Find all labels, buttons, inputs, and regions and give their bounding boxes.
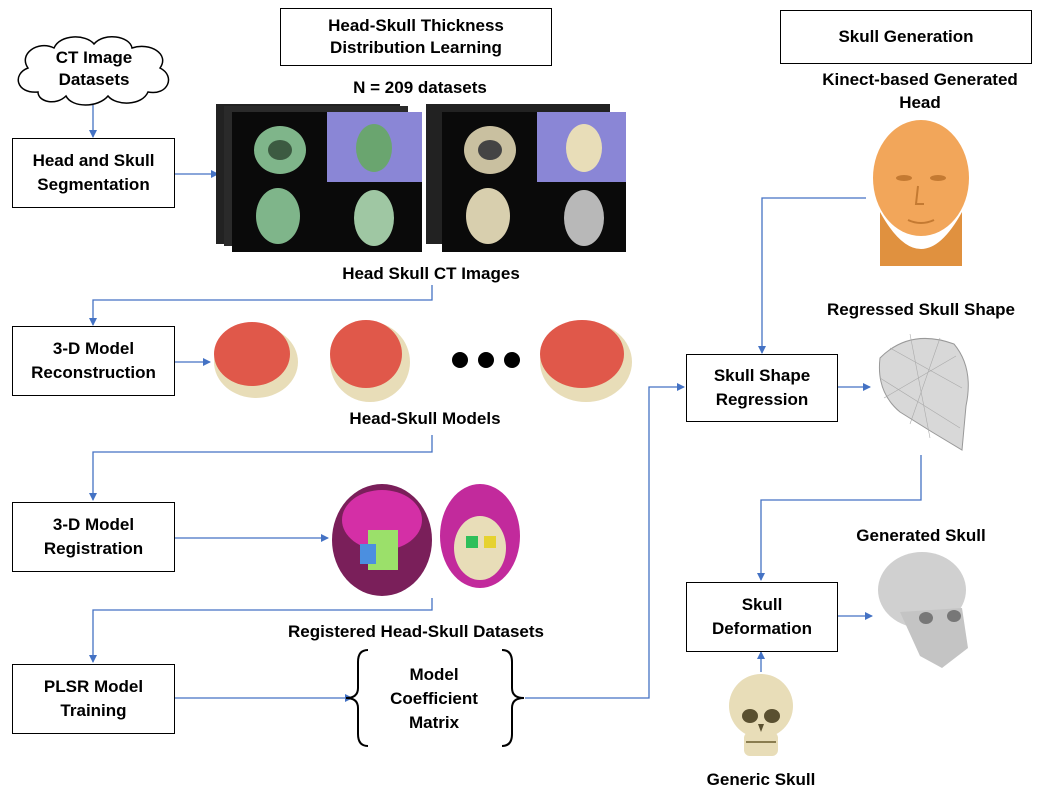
registered-models	[332, 484, 520, 596]
reconstruction-box: 3-D Model Reconstruction	[12, 326, 175, 396]
thickness-header-box: Head-Skull Thickness Distribution Learni…	[280, 8, 552, 66]
ct-images-label: Head Skull CT Images	[342, 264, 520, 283]
ct-stack-bone	[426, 104, 626, 252]
matrix-label: Model Coefficient Matrix	[390, 665, 478, 732]
registered-head	[332, 484, 432, 596]
registered-label: Registered Head-Skull Datasets	[287, 622, 545, 641]
kinect-head-image	[873, 120, 969, 266]
segmentation-box: Head and Skull Segmentation	[12, 138, 175, 208]
ct-image-stacks	[216, 104, 626, 252]
arrow-matrix-to-regression	[525, 383, 685, 699]
head-skull-models-label: Head-Skull Models	[349, 409, 501, 428]
regressed-skull-label: Regressed Skull Shape	[826, 300, 1016, 319]
deformation-box: Skull Deformation	[686, 582, 838, 652]
n-datasets-label: N = 209 datasets	[353, 78, 487, 97]
head-model-1	[214, 322, 298, 398]
head-model-3	[540, 320, 632, 402]
cloud-label: CT Image Datasets	[55, 48, 133, 89]
plsr-box: PLSR Model Training	[12, 664, 175, 734]
cloud-shape	[17, 36, 170, 106]
arrow-ct-to-reconstruction	[89, 285, 433, 326]
arrow-registered-to-plsr	[89, 598, 433, 663]
regression-box: Skull Shape Regression	[686, 354, 838, 422]
kinect-head-label: Kinect-based Generated Head	[822, 70, 1018, 112]
arrow-models-to-registration	[89, 435, 433, 501]
head-skull-models	[214, 320, 632, 402]
registered-skull	[440, 484, 520, 588]
head-model-2	[330, 320, 410, 402]
regressed-skull-image	[878, 333, 969, 451]
arrow-kinect-to-regression	[758, 197, 866, 354]
arrow-regressed-to-deformation	[757, 455, 922, 581]
skull-generation-box: Skull Generation	[780, 10, 1032, 64]
matrix-braces	[345, 649, 525, 747]
registration-box: 3-D Model Registration	[12, 502, 175, 572]
ct-stack-soft-tissue	[216, 104, 422, 252]
generated-skull-label: Generated Skull	[856, 526, 986, 545]
generic-skull-image	[729, 674, 793, 756]
generated-skull-image	[878, 552, 968, 668]
generic-skull-label: Generic Skull	[706, 770, 816, 789]
ellipsis-dots	[452, 352, 520, 368]
